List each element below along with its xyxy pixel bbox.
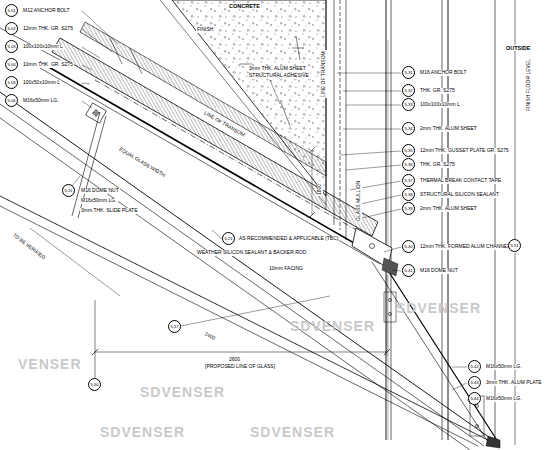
callout-number: 5.43 [468, 376, 481, 389]
part-label: THERMAL BREAK CONTACT TAPE [419, 178, 502, 184]
callout-number: 5.37 [402, 174, 415, 187]
heading-label: OUTSIDE [505, 45, 531, 51]
part-label: EQUAL GLASS WIDTH [117, 146, 167, 179]
watermark: SDVENSER [140, 384, 225, 400]
part-label: M16 ANCHOR BOLT [419, 70, 468, 76]
part-label: M16x50mm LG. [485, 364, 523, 370]
part-label: THK. GR. S275 [419, 162, 456, 168]
part-label: LINE OF TRANSOM [321, 50, 327, 98]
part-label: M16x50mm LG. [80, 198, 118, 204]
watermark: SDVENSER [250, 424, 335, 440]
part-label: 12mm THK. GUSSET PLATE GR. S275 [419, 148, 510, 154]
part-label: FINISH FLOOR LEVEL [526, 58, 532, 112]
callout-number: 5.04 [5, 58, 18, 71]
part-label: STRUCTURAL ADHESIVE [248, 73, 310, 79]
callout-number: 5.31 [402, 66, 415, 79]
part-label: 100x100x10mm L [22, 44, 64, 50]
part-label: 2600 [228, 357, 241, 363]
watermark: SDVENSER [100, 424, 185, 440]
callout-number: 5.41 [402, 264, 415, 277]
part-label: 12mm THK. GR. S275 [22, 26, 74, 32]
callout-number: 5.39 [402, 202, 415, 215]
part-label: STRUCTURAL SILICON SEALANT [419, 192, 500, 198]
heading-label: CONCRETE [228, 3, 261, 9]
part-label: M16x50mm LG. [22, 98, 60, 104]
callout-number: 5.21 [222, 232, 235, 245]
watermark: SDVENSER [396, 300, 481, 316]
callout-number: 5.42 [468, 360, 481, 373]
part-label: 2mm THK. ALUM SHEET [419, 126, 478, 132]
part-label: 3mm THK. SLIDE PLATE [80, 208, 139, 214]
callout-number: 5.03 [5, 40, 18, 53]
callout-number: 5.50 [88, 378, 101, 391]
part-label: 2400 [203, 331, 217, 342]
part-label: LINE OF TRANSOM [202, 110, 246, 139]
callout-number: 5.11 [62, 184, 75, 197]
callout-number: 5.51 [508, 239, 521, 252]
callout-number: 5.01 [5, 4, 18, 17]
part-label: M16x50mm LG. [485, 396, 523, 402]
part-label: 10mm FACING [268, 266, 304, 272]
callout-number: 5.35 [402, 144, 415, 157]
part-label: 100x50x10mm L [22, 80, 61, 86]
part-label: GLASS MULLION [356, 180, 362, 222]
callout-number: 5.44 [468, 392, 481, 405]
part-label: M12 ANCHOR BOLT [22, 8, 71, 14]
callout-number: 5.02 [5, 22, 18, 35]
callout-number: 5.34 [402, 122, 415, 135]
part-label: 3mm THK. ALUM PLATE [485, 380, 543, 386]
part-label: M16 DOME NUT [80, 188, 120, 194]
part-label: M16 DOME NUT [419, 268, 459, 274]
part-label: 3mm THK. ALUM SHEET [248, 66, 307, 72]
part-label: AS RECOMMENDED & APPLICABLE (TBC) [238, 236, 339, 242]
part-label: 100x100x10mm L [419, 102, 461, 108]
callout-number: 5.33 [402, 98, 415, 111]
watermark: SDVENSER [290, 318, 375, 334]
part-label: TO BE VERIFIED [11, 232, 47, 261]
callout-number: 5.32 [402, 84, 415, 97]
part-label: WEATHER SILICON SEALANT & BACKER ROD [196, 250, 307, 256]
callout-number: 5.36 [402, 158, 415, 171]
part-label: 1800 [317, 183, 323, 196]
part-label: 12mm THK. FORMED ALUM CHANNEL [419, 244, 511, 250]
callout-number: 5.05 [5, 76, 18, 89]
callout-number: 5.38 [402, 188, 415, 201]
part-label: THK. GR. S275 [419, 88, 456, 94]
callout-number: 5.17 [168, 320, 181, 333]
callout-number: 5.06 [5, 94, 18, 107]
part-label: [PROPOSED LINE OF GLASS] [204, 364, 276, 370]
part-label: FINISH [196, 27, 214, 33]
part-label: 2mm THK. ALUM SHEET [419, 206, 478, 212]
watermark: VENSER [18, 356, 82, 372]
callout-number: 5.40 [402, 240, 415, 253]
part-label: 10mm THK. GR. S275 [22, 62, 74, 68]
